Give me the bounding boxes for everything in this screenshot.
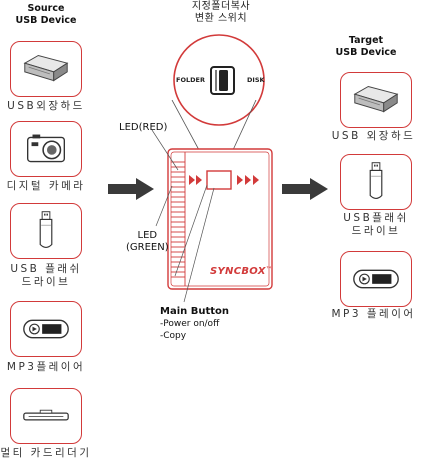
target-flash-box: [340, 154, 412, 210]
syncbox-brand: SYNCBOX™: [210, 266, 272, 277]
digital-camera-icon: [27, 134, 65, 163]
switch-disk-label: DISK: [247, 76, 265, 84]
right-flow-arrow: [282, 178, 328, 200]
source-external-hdd-box: [10, 41, 82, 97]
main-button-label: Main Button -Power on/off -Copy: [160, 306, 229, 342]
switch-folder-label: FOLDER: [176, 76, 205, 84]
syncbox-brand-text: SYNCBOX: [210, 266, 266, 277]
source-camera-caption: 디지털 카메라: [6, 180, 86, 192]
led-green-label: LED (GREEN): [126, 230, 169, 254]
source-flash-caption: USB 플래쉬 드라이브: [0, 263, 96, 289]
main-button-leader-line: [183, 187, 215, 303]
left-flow-arrow: [108, 178, 154, 200]
led-green-label-line2: (GREEN): [126, 242, 169, 253]
zoom-lines: [171, 100, 257, 151]
card-reader-icon: [23, 409, 69, 421]
switch-caption-line2: 변환 스위치: [194, 13, 248, 24]
led-leader-lines: [151, 130, 179, 227]
target-heading: Target USB Device: [326, 35, 406, 59]
syncbox-trademark: ™: [265, 266, 273, 273]
target-mp3-caption: MP3 플레이어: [331, 308, 416, 320]
mp3-player-icon: [353, 269, 399, 289]
source-card-reader-box: [10, 388, 82, 444]
main-button-title: Main Button: [160, 306, 230, 317]
led-red-label: LED(RED): [119, 122, 168, 133]
target-flash-caption-line2: 드라이브: [351, 225, 401, 237]
source-mp3-box: [10, 301, 82, 357]
source-flash-caption-line2: 드라이브: [21, 276, 71, 288]
target-flash-caption: USB플래쉬 드라이브: [326, 212, 426, 238]
mp3-player-icon: [23, 319, 69, 339]
source-mp3-caption: MP3플레이어: [6, 361, 86, 373]
main-button-func-power: -Power on/off: [160, 319, 220, 329]
external-hdd-icon: [353, 85, 399, 113]
source-flash-caption-line1: USB 플래쉬: [10, 263, 82, 275]
switch-caption-line1: 지정폴더복사: [191, 1, 251, 12]
switch-zoom-circle: [173, 34, 265, 126]
target-mp3-box: [340, 251, 412, 307]
source-heading-line1: Source: [27, 3, 65, 14]
external-hdd-icon: [23, 54, 69, 82]
source-camera-box: [10, 121, 82, 177]
source-card-reader-caption: 멀티 카드리더기: [0, 447, 92, 459]
source-external-hdd-caption: USB외장하드: [7, 100, 85, 112]
syncbox-device: SYNCBOX™: [167, 148, 273, 290]
target-external-hdd-caption: USB 외장하드: [331, 130, 416, 142]
syncbox-body: [167, 148, 273, 290]
led-green-label-line1: LED: [137, 230, 158, 241]
source-flash-box: [10, 203, 82, 259]
target-heading-line2: USB Device: [335, 47, 397, 58]
target-external-hdd-box: [340, 72, 412, 128]
main-button-func-copy: -Copy: [160, 331, 187, 341]
source-heading: Source USB Device: [6, 3, 86, 27]
source-heading-line2: USB Device: [15, 15, 77, 26]
usb-flash-drive-icon: [369, 162, 383, 199]
target-heading-line1: Target: [348, 35, 384, 46]
target-flash-caption-line1: USB플래쉬: [343, 212, 409, 224]
switch-caption: 지정폴더복사 변환 스위치: [168, 1, 274, 25]
usb-flash-drive-icon: [39, 211, 53, 248]
